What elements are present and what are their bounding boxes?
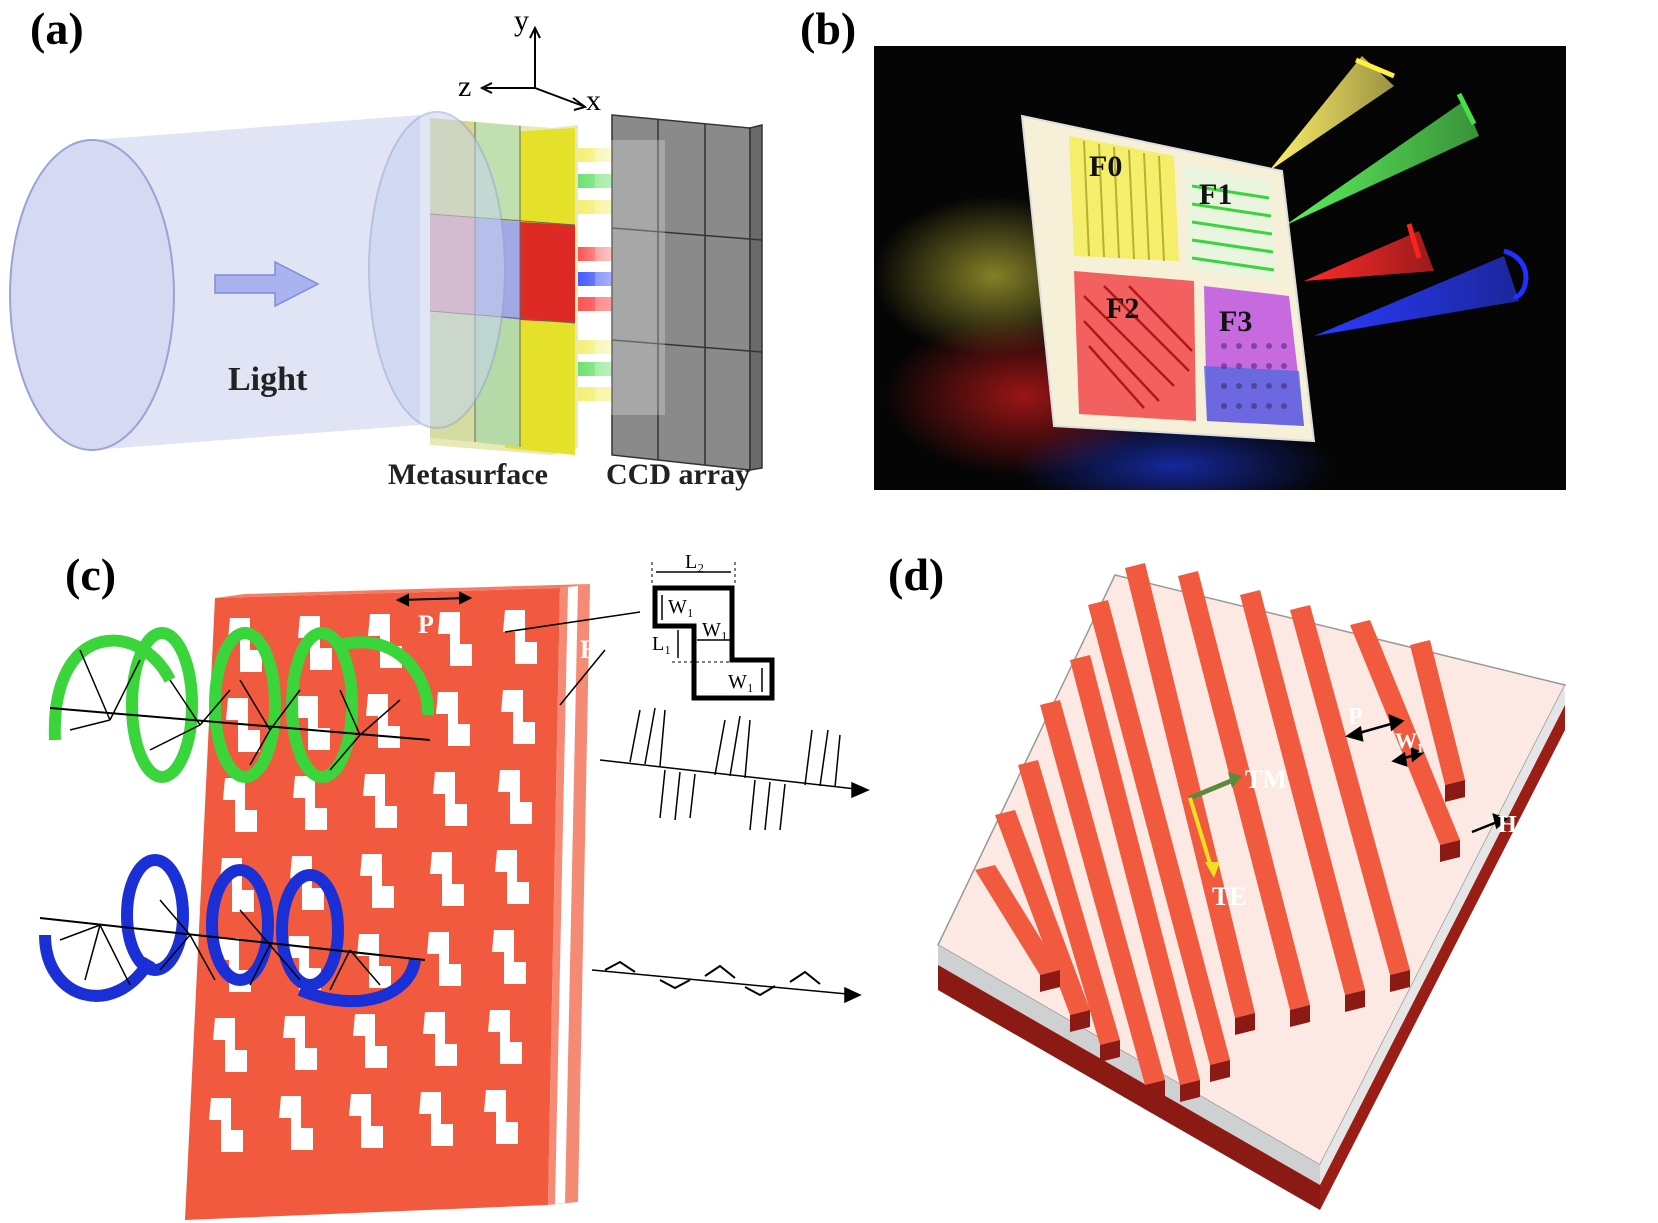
ccd-array-label: CCD array (606, 458, 750, 491)
blue-helix (39, 854, 421, 1008)
panel-d-diagram: TM TE P W₁ H (937, 563, 1567, 1210)
region-label-f3: F3 (1219, 305, 1252, 338)
te-label: TE (1212, 882, 1247, 911)
axis-x-label: x (586, 84, 601, 117)
panel-label-d: (d) (888, 549, 945, 600)
inset-w1-bottom-label: W₁ (728, 671, 754, 693)
panel-label-a: (a) (30, 3, 84, 54)
blue-field-arrows (59, 899, 381, 991)
light-direction-arrow (214, 260, 320, 308)
coordinate-axes (479, 25, 588, 111)
l-shaped-apertures (209, 610, 537, 1152)
inset-l1-label: L₁ (652, 633, 671, 655)
axis-y-label: y (514, 4, 529, 37)
region-label-f0: F0 (1089, 150, 1122, 183)
metasurface-label: Metasurface (388, 458, 548, 491)
transmitted-wave-lower (591, 960, 862, 1004)
height-label: H (580, 635, 600, 664)
panel-label-b: (b) (800, 3, 857, 54)
period-arrow (395, 591, 473, 607)
transmitted-wave-upper (599, 707, 870, 831)
height-label-d: H (1498, 812, 1517, 838)
period-label-d: P (1348, 704, 1363, 730)
tm-label: TM (1245, 765, 1287, 794)
green-helix (48, 627, 435, 783)
inset-w1-mid-label: W₁ (702, 619, 728, 641)
ccd-array (611, 114, 763, 471)
period-label: P (418, 610, 434, 639)
width-label-d: W₁ (1395, 728, 1424, 753)
axis-z-label: z (458, 70, 471, 103)
panel-c-diagram: P H L₂ W₁ L₁ W₁ W₁ (39, 551, 870, 1220)
region-label-f1: F1 (1199, 178, 1232, 211)
unit-cell-inset (651, 562, 775, 701)
grating-ridges (975, 563, 1465, 1102)
light-cylinder-cap (368, 111, 506, 429)
panel-a-diagram: y z x Light (9, 4, 763, 491)
panel-b-diagram: F0 F1 F2 F3 (874, 46, 1566, 490)
light-label: Light (228, 361, 308, 398)
inset-l2-label: L₂ (685, 551, 704, 573)
polarization-icons (1355, 57, 1529, 299)
ccd-array-overlay (595, 140, 665, 415)
inset-w1-top-label: W₁ (668, 596, 694, 618)
dimension-arrows (1345, 713, 1509, 834)
green-field-arrows (69, 649, 401, 771)
panel-label-c: (c) (65, 549, 117, 600)
region-label-f2: F2 (1106, 292, 1139, 325)
polarization-axes (1188, 772, 1242, 878)
